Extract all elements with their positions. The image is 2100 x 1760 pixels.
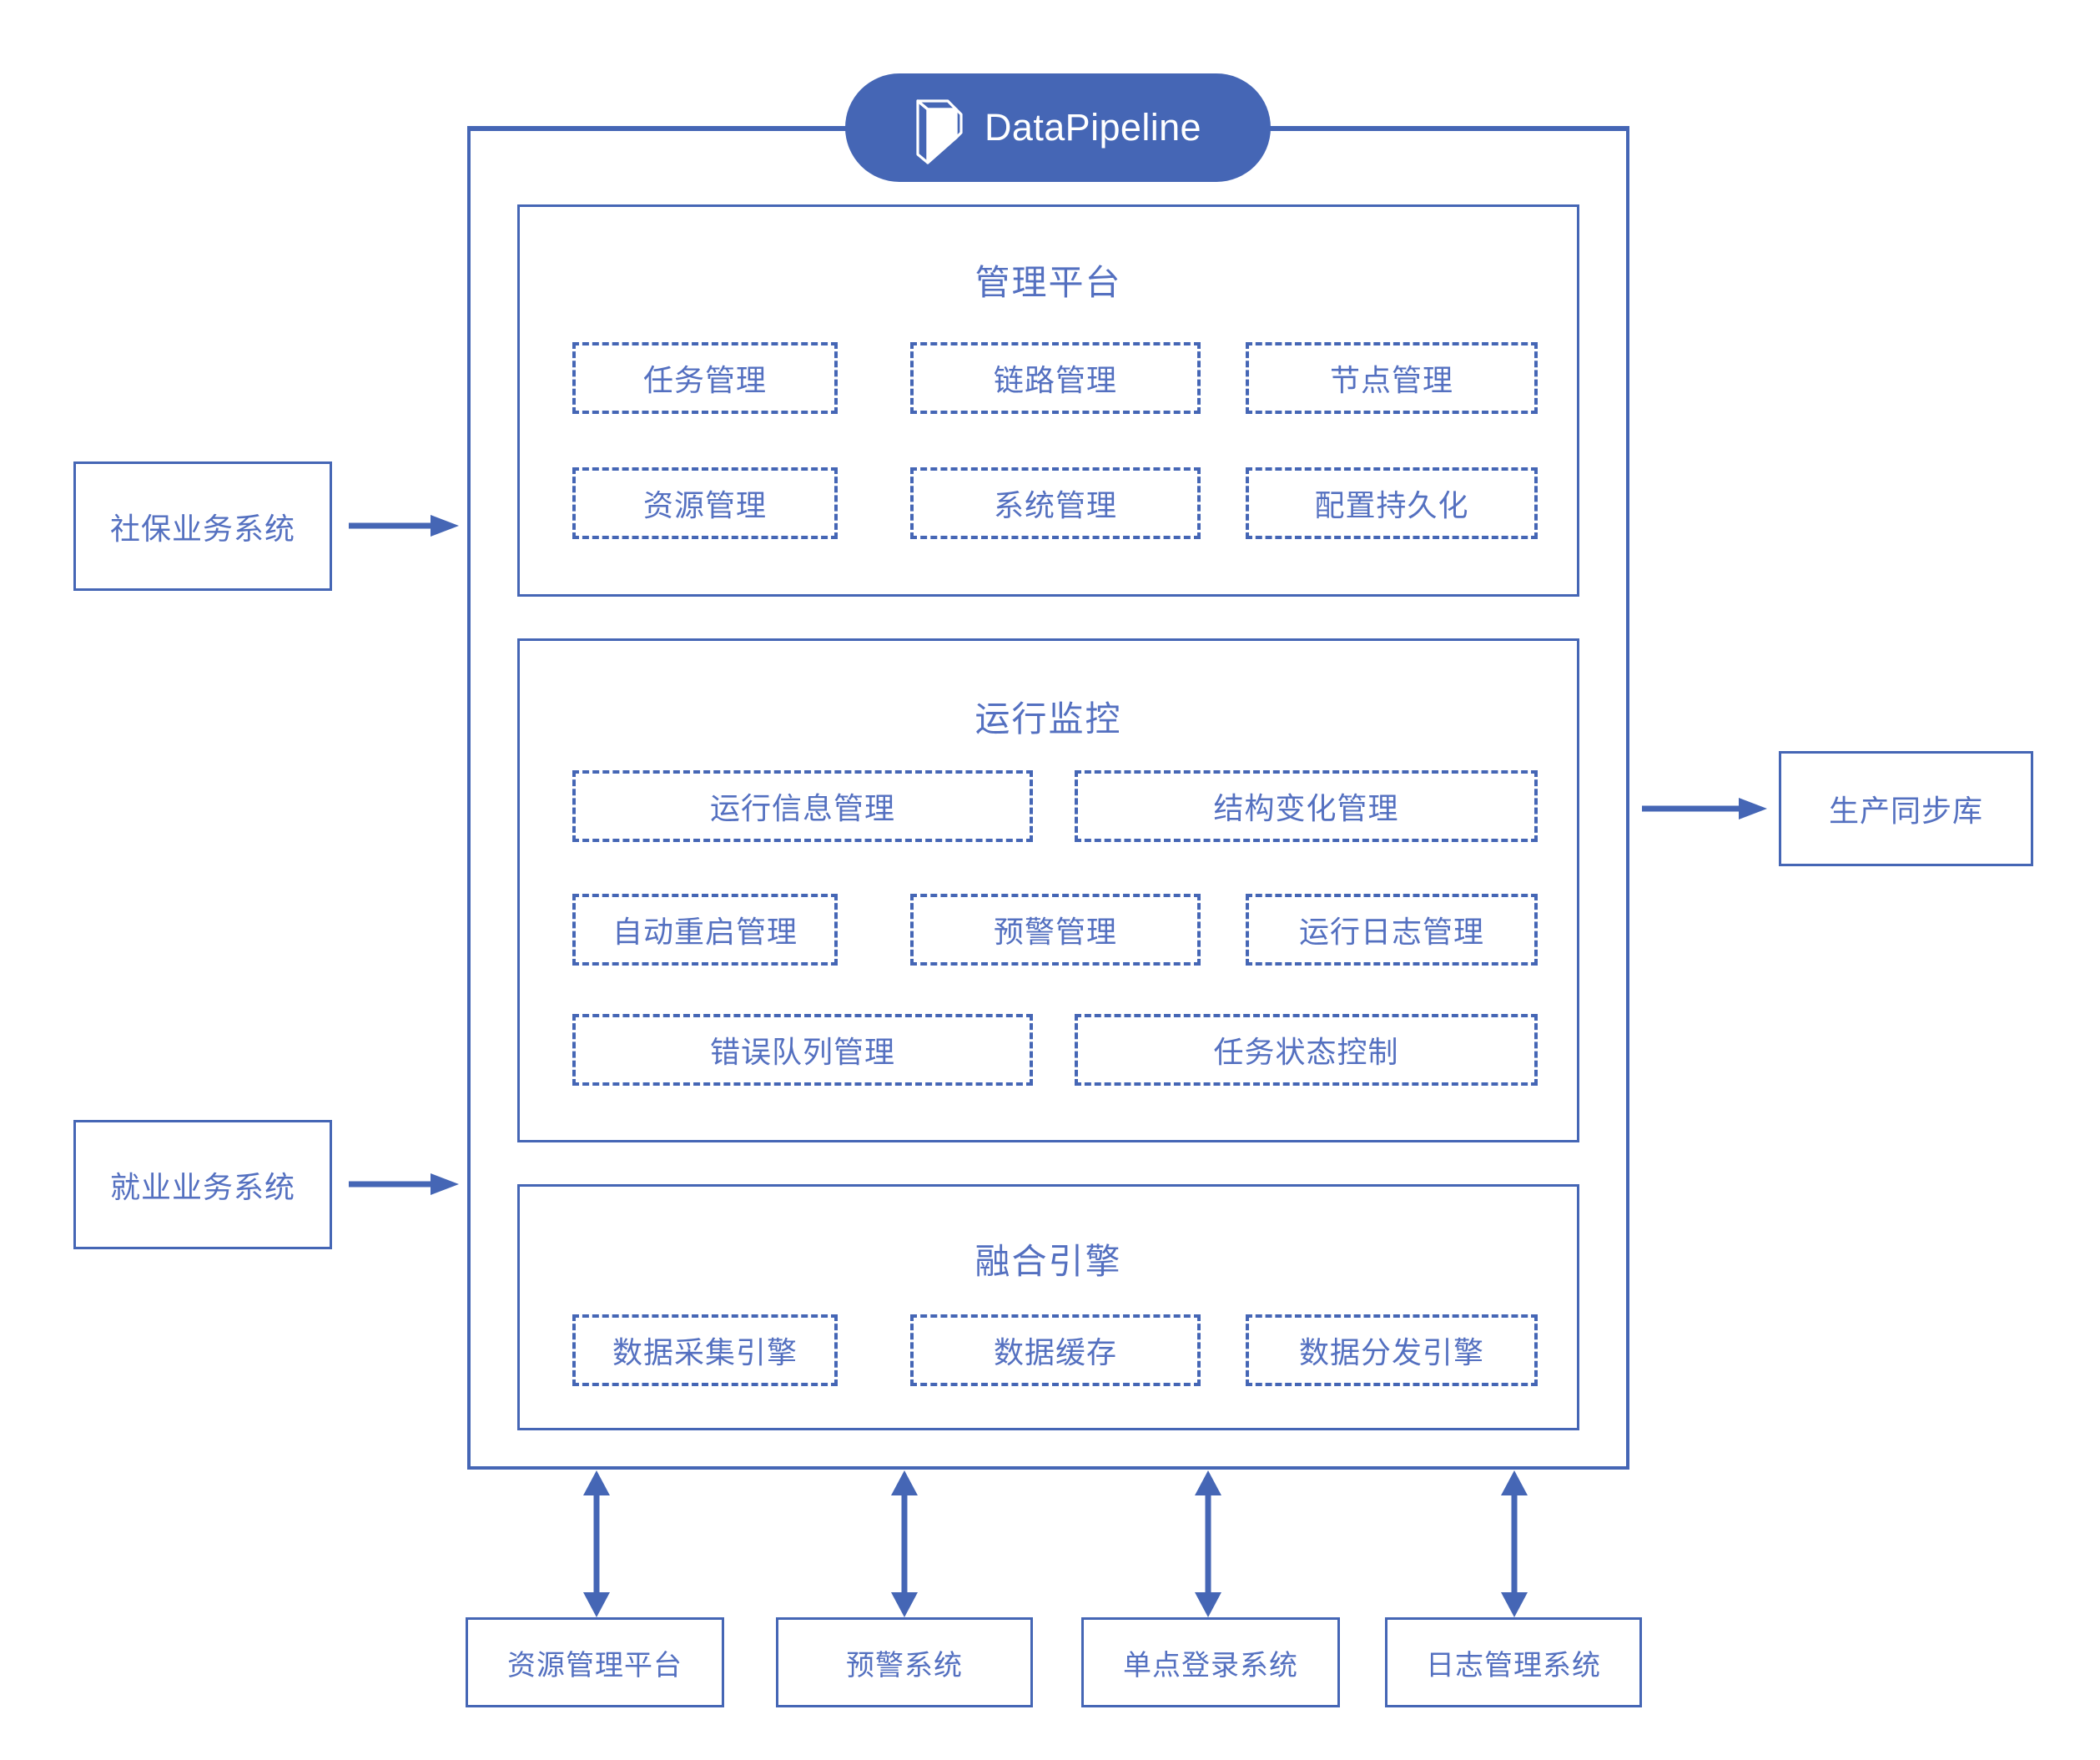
section-title-fusion-engine: 融合引擎 — [974, 1242, 1122, 1281]
module-task-state-control[interactable]: 任务状态控制 — [1075, 1014, 1538, 1086]
external-system-sso[interactable]: 单点登录系统 — [1081, 1617, 1340, 1707]
arrow-social-security-to-platform — [349, 513, 459, 538]
module-system-management[interactable]: 系统管理 — [910, 467, 1201, 539]
module-schema-change-management[interactable]: 结构变化管理 — [1075, 770, 1538, 842]
arrow-employment-to-platform — [349, 1172, 459, 1197]
datapipeline-prism-logo-icon — [916, 99, 963, 164]
module-alert-management[interactable]: 预警管理 — [910, 894, 1201, 966]
module-resource-management[interactable]: 资源管理 — [572, 467, 838, 539]
section-title-management-platform: 管理平台 — [974, 263, 1122, 302]
external-system-employment[interactable]: 就业业务系统 — [73, 1120, 332, 1249]
module-config-persistence[interactable]: 配置持久化 — [1246, 467, 1538, 539]
arrow-platform-to-alert-system — [889, 1470, 919, 1617]
section-fusion-engine: 融合引擎 数据采集引擎 数据缓存 数据分发引擎 — [517, 1184, 1579, 1430]
badge-connector-left — [467, 126, 847, 129]
module-link-management[interactable]: 链路管理 — [910, 342, 1201, 414]
section-runtime-monitoring: 运行监控 运行信息管理 结构变化管理 自动重启管理 预警管理 运行日志管理 错误… — [517, 638, 1579, 1142]
module-auto-restart-management[interactable]: 自动重启管理 — [572, 894, 838, 966]
module-data-collection-engine[interactable]: 数据采集引擎 — [572, 1314, 838, 1386]
brand-name: DataPipeline — [985, 106, 1201, 149]
arrow-platform-to-log-system — [1499, 1470, 1529, 1617]
arrow-platform-to-production-sync-db — [1642, 796, 1767, 821]
section-title-runtime-monitoring: 运行监控 — [974, 699, 1122, 739]
external-system-resource-platform[interactable]: 资源管理平台 — [466, 1617, 724, 1707]
external-system-production-sync-db[interactable]: 生产同步库 — [1779, 751, 2033, 866]
section-management-platform: 管理平台 任务管理 链路管理 节点管理 资源管理 系统管理 配置持久化 — [517, 204, 1579, 597]
arrow-platform-to-resource-platform — [582, 1470, 612, 1617]
module-runtime-info-management[interactable]: 运行信息管理 — [572, 770, 1033, 842]
module-task-management[interactable]: 任务管理 — [572, 342, 838, 414]
external-system-alert[interactable]: 预警系统 — [776, 1617, 1033, 1707]
module-data-cache[interactable]: 数据缓存 — [910, 1314, 1201, 1386]
module-error-queue-management[interactable]: 错误队列管理 — [572, 1014, 1033, 1086]
external-system-log-management[interactable]: 日志管理系统 — [1385, 1617, 1642, 1707]
module-node-management[interactable]: 节点管理 — [1246, 342, 1538, 414]
datapipeline-brand-badge: DataPipeline — [845, 73, 1271, 182]
module-data-distribution-engine[interactable]: 数据分发引擎 — [1246, 1314, 1538, 1386]
arrow-platform-to-sso-system — [1193, 1470, 1223, 1617]
module-runtime-log-management[interactable]: 运行日志管理 — [1246, 894, 1538, 966]
badge-connector-right — [1269, 126, 1629, 129]
external-system-social-security[interactable]: 社保业务系统 — [73, 461, 332, 591]
